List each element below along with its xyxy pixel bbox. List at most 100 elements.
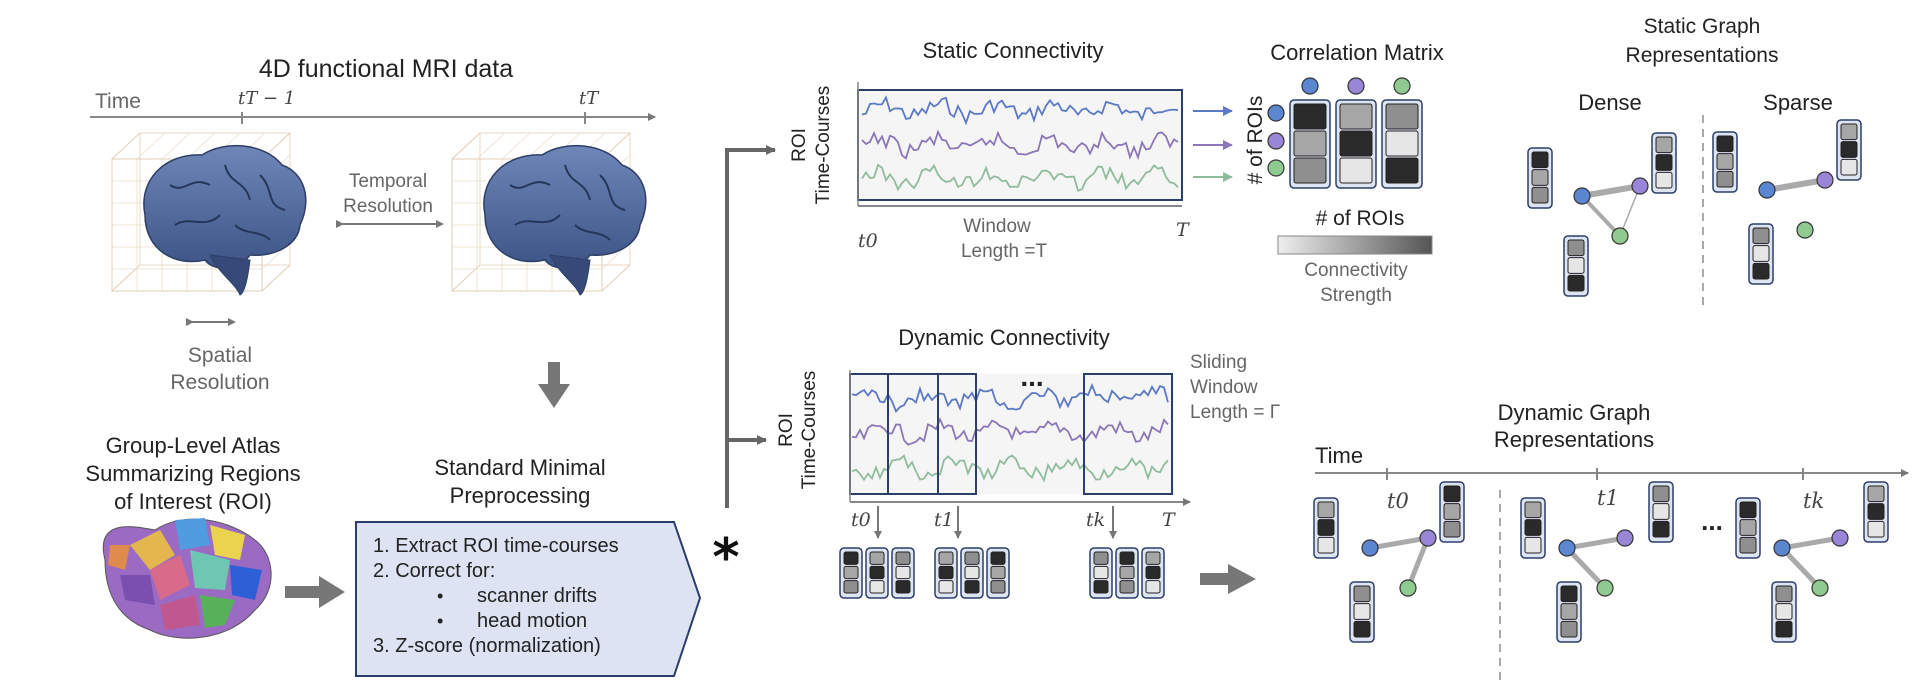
dyn-matrix-2-col-1 <box>1115 547 1139 599</box>
dyn-matrix-1-col-0-cell-0 <box>938 551 954 565</box>
atlas-title-1: Group-Level Atlas <box>106 433 281 458</box>
dyn-graph-tk-col-0-cell-2 <box>1739 536 1757 554</box>
matrix-col-node-0 <box>1301 77 1319 95</box>
sparse-graph-col-1 <box>1836 119 1862 181</box>
matrix-col-2 <box>1381 99 1423 189</box>
down-arrow-head <box>538 384 570 408</box>
asterisk-mark: * <box>712 528 739 588</box>
dyn-matrix-1-col-2-cell-1 <box>990 565 1006 580</box>
dense-graph-edge-0 <box>1581 183 1641 199</box>
dyn-graph-tk-col-2 <box>1771 581 1797 643</box>
dyn-matrix-0 <box>839 547 915 599</box>
prep-substep-2: head motion <box>477 610 587 632</box>
dyn-graph-tk-col-1-cell-1 <box>1867 503 1885 520</box>
dyn-graph-t0-edge-0 <box>1369 535 1429 551</box>
sliding-2: Window <box>1190 377 1258 398</box>
dyn-matrix-0-col-1-cell-2 <box>869 580 885 594</box>
dyn-graph-tk-col-2-cell-1 <box>1775 603 1793 620</box>
strength-label-2: Strength <box>1320 285 1392 306</box>
dyn-graph-tk-col-2-cell-0 <box>1775 585 1793 603</box>
atlas-title-3: of Interest (ROI) <box>114 489 272 514</box>
dyn-graph-t1: t1 <box>1597 486 1619 510</box>
dyn-matrix-2-col-1-cell-2 <box>1119 580 1135 594</box>
matrix-col-1-cell-0 <box>1339 103 1373 130</box>
dyn-graph-t0-col-0-cell-0 <box>1317 501 1335 519</box>
dyn-matrix-1-col-2 <box>986 547 1010 599</box>
dyn-graph-time-label: Time <box>1315 443 1363 468</box>
static-t0: t0 <box>858 230 878 252</box>
prep-step-2: 2. Correct for: <box>373 560 495 582</box>
static-signal-0 <box>861 95 1179 126</box>
dyn-graph-t1-col-0-cell-1 <box>1524 519 1542 536</box>
sparse-graph-col-0-cell-2 <box>1716 170 1734 188</box>
dyn-graph-tk-col-0 <box>1735 497 1761 559</box>
dyn-graph-t0: t0 <box>1387 489 1409 513</box>
static-ylabel-2: Time-Courses <box>813 86 834 205</box>
prep-bullet-2: • <box>437 611 443 631</box>
dyn-matrix-0-col-1-cell-0 <box>869 551 885 565</box>
dyn-graph-t1-col-1 <box>1648 481 1674 543</box>
dyn-graph-t0-col-1 <box>1439 481 1465 543</box>
matrix-col-0-cell-2 <box>1293 157 1327 184</box>
sparse-graph-col-0-cell-1 <box>1716 153 1734 170</box>
dyn-graph-tk-node-0 <box>1773 539 1791 557</box>
dyn-matrix-1-col-1-cell-0 <box>964 551 980 565</box>
dyn-graph-ellipsis: ... <box>1701 506 1723 536</box>
dense-graph-col-2-cell-2 <box>1567 274 1585 292</box>
window-tk <box>1083 373 1173 495</box>
prep-box <box>355 521 702 677</box>
dyn-matrix-1-col-0-cell-2 <box>938 580 954 594</box>
dyn-graph-t1-col-2-cell-0 <box>1560 585 1578 603</box>
spatial-res-line1: Spatial <box>188 344 252 367</box>
dense-label: Dense <box>1578 90 1642 115</box>
matrix-columns <box>1267 77 1423 189</box>
static-signal-box <box>857 89 1183 201</box>
dense-graph-col-1-cell-2 <box>1655 171 1673 189</box>
dense-graph-col-1 <box>1651 132 1677 194</box>
dense-graph-col-2 <box>1563 235 1589 297</box>
dyn-matrix-2-col-1-cell-1 <box>1119 565 1135 580</box>
dyn-graph-t0 <box>1313 481 1465 643</box>
dense-graph-edge-2 <box>1619 185 1641 237</box>
atlas-title-2: Summarizing Regions <box>85 461 300 486</box>
dyn-matrix-2-col-0-cell-1 <box>1093 565 1109 580</box>
dyn-matrix-2-col-2-cell-0 <box>1145 551 1161 565</box>
dyn-matrix-2-col-0-cell-0 <box>1093 551 1109 565</box>
dynamic-signal-1 <box>851 417 1169 446</box>
dyn-graph-t1-edge-1 <box>1565 546 1607 590</box>
matrix-col-2-cell-1 <box>1385 130 1419 157</box>
sparse-graph-node-0 <box>1758 181 1776 199</box>
dyn-matrix-2-col-0-cell-2 <box>1093 580 1109 594</box>
dyn-matrix-1-col-1-cell-2 <box>964 580 980 594</box>
dyn-matrix-1-col-1-cell-1 <box>964 565 980 580</box>
strength-label-1: Connectivity <box>1304 260 1408 281</box>
sparse-graph-col-0-cell-0 <box>1716 135 1734 153</box>
dyn-matrix-2-col-2 <box>1141 547 1165 599</box>
dyn-graph-arrow-head <box>1228 564 1256 594</box>
matrix-title: Correlation Matrix <box>1270 40 1444 65</box>
dyn-matrix-0-col-2-cell-1 <box>895 565 911 580</box>
dense-graph-node-1 <box>1631 177 1649 195</box>
matrix-cols-label: # of ROIs <box>1316 207 1405 230</box>
dyn-graph-title-1: Dynamic Graph <box>1498 400 1651 425</box>
static-title: Static Connectivity <box>923 38 1104 63</box>
sparse-graph-edge-0 <box>1766 177 1826 193</box>
atlas-arrow-head <box>319 576 345 608</box>
static-window-1: Window <box>963 216 1031 237</box>
dyn-graph-t1-edge-0 <box>1566 535 1626 551</box>
dyn-matrix-0-col-2-cell-0 <box>895 551 911 565</box>
dyn-tk: tk <box>1086 509 1105 531</box>
dyn-graph-tk-col-1-cell-2 <box>1867 520 1885 538</box>
dense-graph <box>1527 132 1677 297</box>
window-t1 <box>887 373 977 495</box>
dynamic-ylabel-2: Time-Courses <box>799 371 820 490</box>
matrix-col-1-cell-1 <box>1339 130 1373 157</box>
dyn-graph-t1-col-2-cell-1 <box>1560 603 1578 620</box>
strength-colorbar <box>1277 235 1433 255</box>
prep-step-3: 3. Z-score (normalization) <box>373 635 601 657</box>
dyn-graph-t1-node-0 <box>1558 539 1576 557</box>
temporal-res-line2: Resolution <box>343 196 433 217</box>
sparse-graph-col-2 <box>1748 223 1774 285</box>
dyn-matrix-0-col-1 <box>865 547 889 599</box>
dynamic-signal-2 <box>851 454 1169 483</box>
